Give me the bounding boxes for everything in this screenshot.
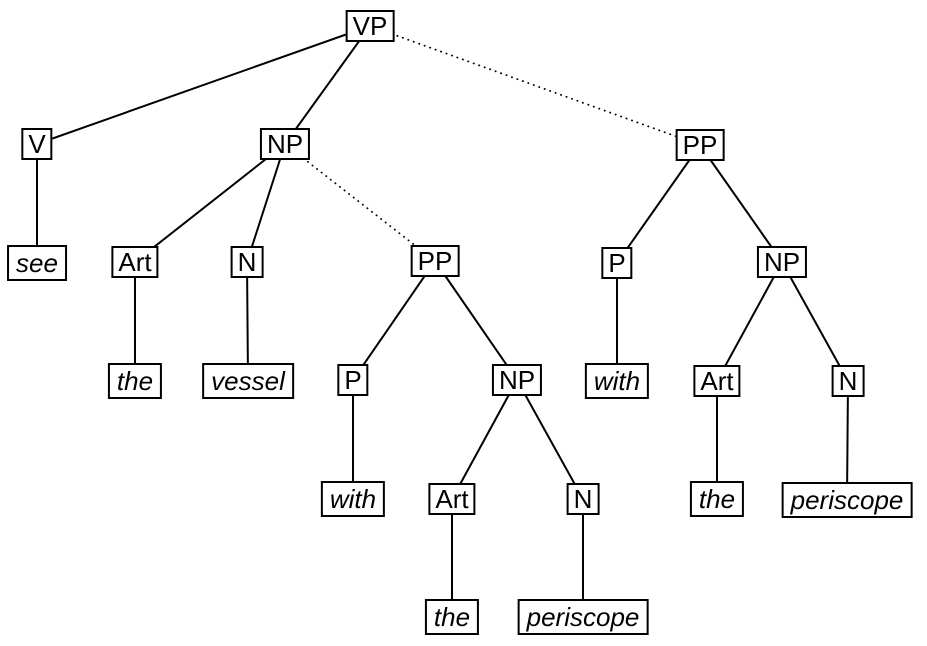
edge-np-n	[781, 261, 849, 382]
word-periscope: periscope	[781, 482, 913, 518]
word-the: the	[689, 481, 745, 517]
node-n: N	[566, 483, 600, 515]
edge-pp-np	[434, 260, 518, 381]
node-p: P	[337, 364, 369, 396]
edge-np-art	[716, 261, 783, 382]
edge-n-periscope	[846, 380, 849, 501]
edge-vp-pp-dotted	[369, 25, 701, 146]
edge-np-art	[134, 143, 286, 263]
edge-np-pp-dotted	[284, 143, 436, 262]
node-np-object: NP	[259, 128, 311, 160]
node-pp-np-attach: PP	[410, 245, 460, 277]
word-vessel: vessel	[202, 363, 294, 399]
edge-np-n	[246, 143, 286, 263]
node-vp: VP	[345, 10, 395, 42]
word-periscope: periscope	[517, 599, 649, 635]
node-v: V	[21, 128, 53, 160]
node-n: N	[230, 246, 264, 278]
edge-n-vessel	[246, 261, 249, 382]
word-with: with	[584, 363, 650, 399]
word-the: the	[107, 363, 163, 399]
edge-pp-np	[699, 144, 783, 263]
edge-np-art	[451, 379, 518, 500]
node-n: N	[831, 365, 865, 397]
edge-vp-np	[284, 25, 371, 145]
edge-pp-p	[616, 144, 701, 264]
node-art: Art	[111, 246, 159, 278]
word-see: see	[7, 245, 67, 281]
edge-vp-v	[36, 25, 371, 145]
edge-pp-p	[352, 260, 436, 381]
edge-np-n	[516, 379, 584, 500]
node-art: Art	[428, 483, 476, 515]
node-np: NP	[756, 246, 808, 278]
node-art: Art	[693, 365, 741, 397]
node-p: P	[601, 247, 633, 279]
node-pp-vp-attach: PP	[675, 129, 725, 161]
word-the: the	[424, 599, 480, 635]
word-with: with	[320, 481, 386, 517]
node-np: NP	[491, 364, 543, 396]
